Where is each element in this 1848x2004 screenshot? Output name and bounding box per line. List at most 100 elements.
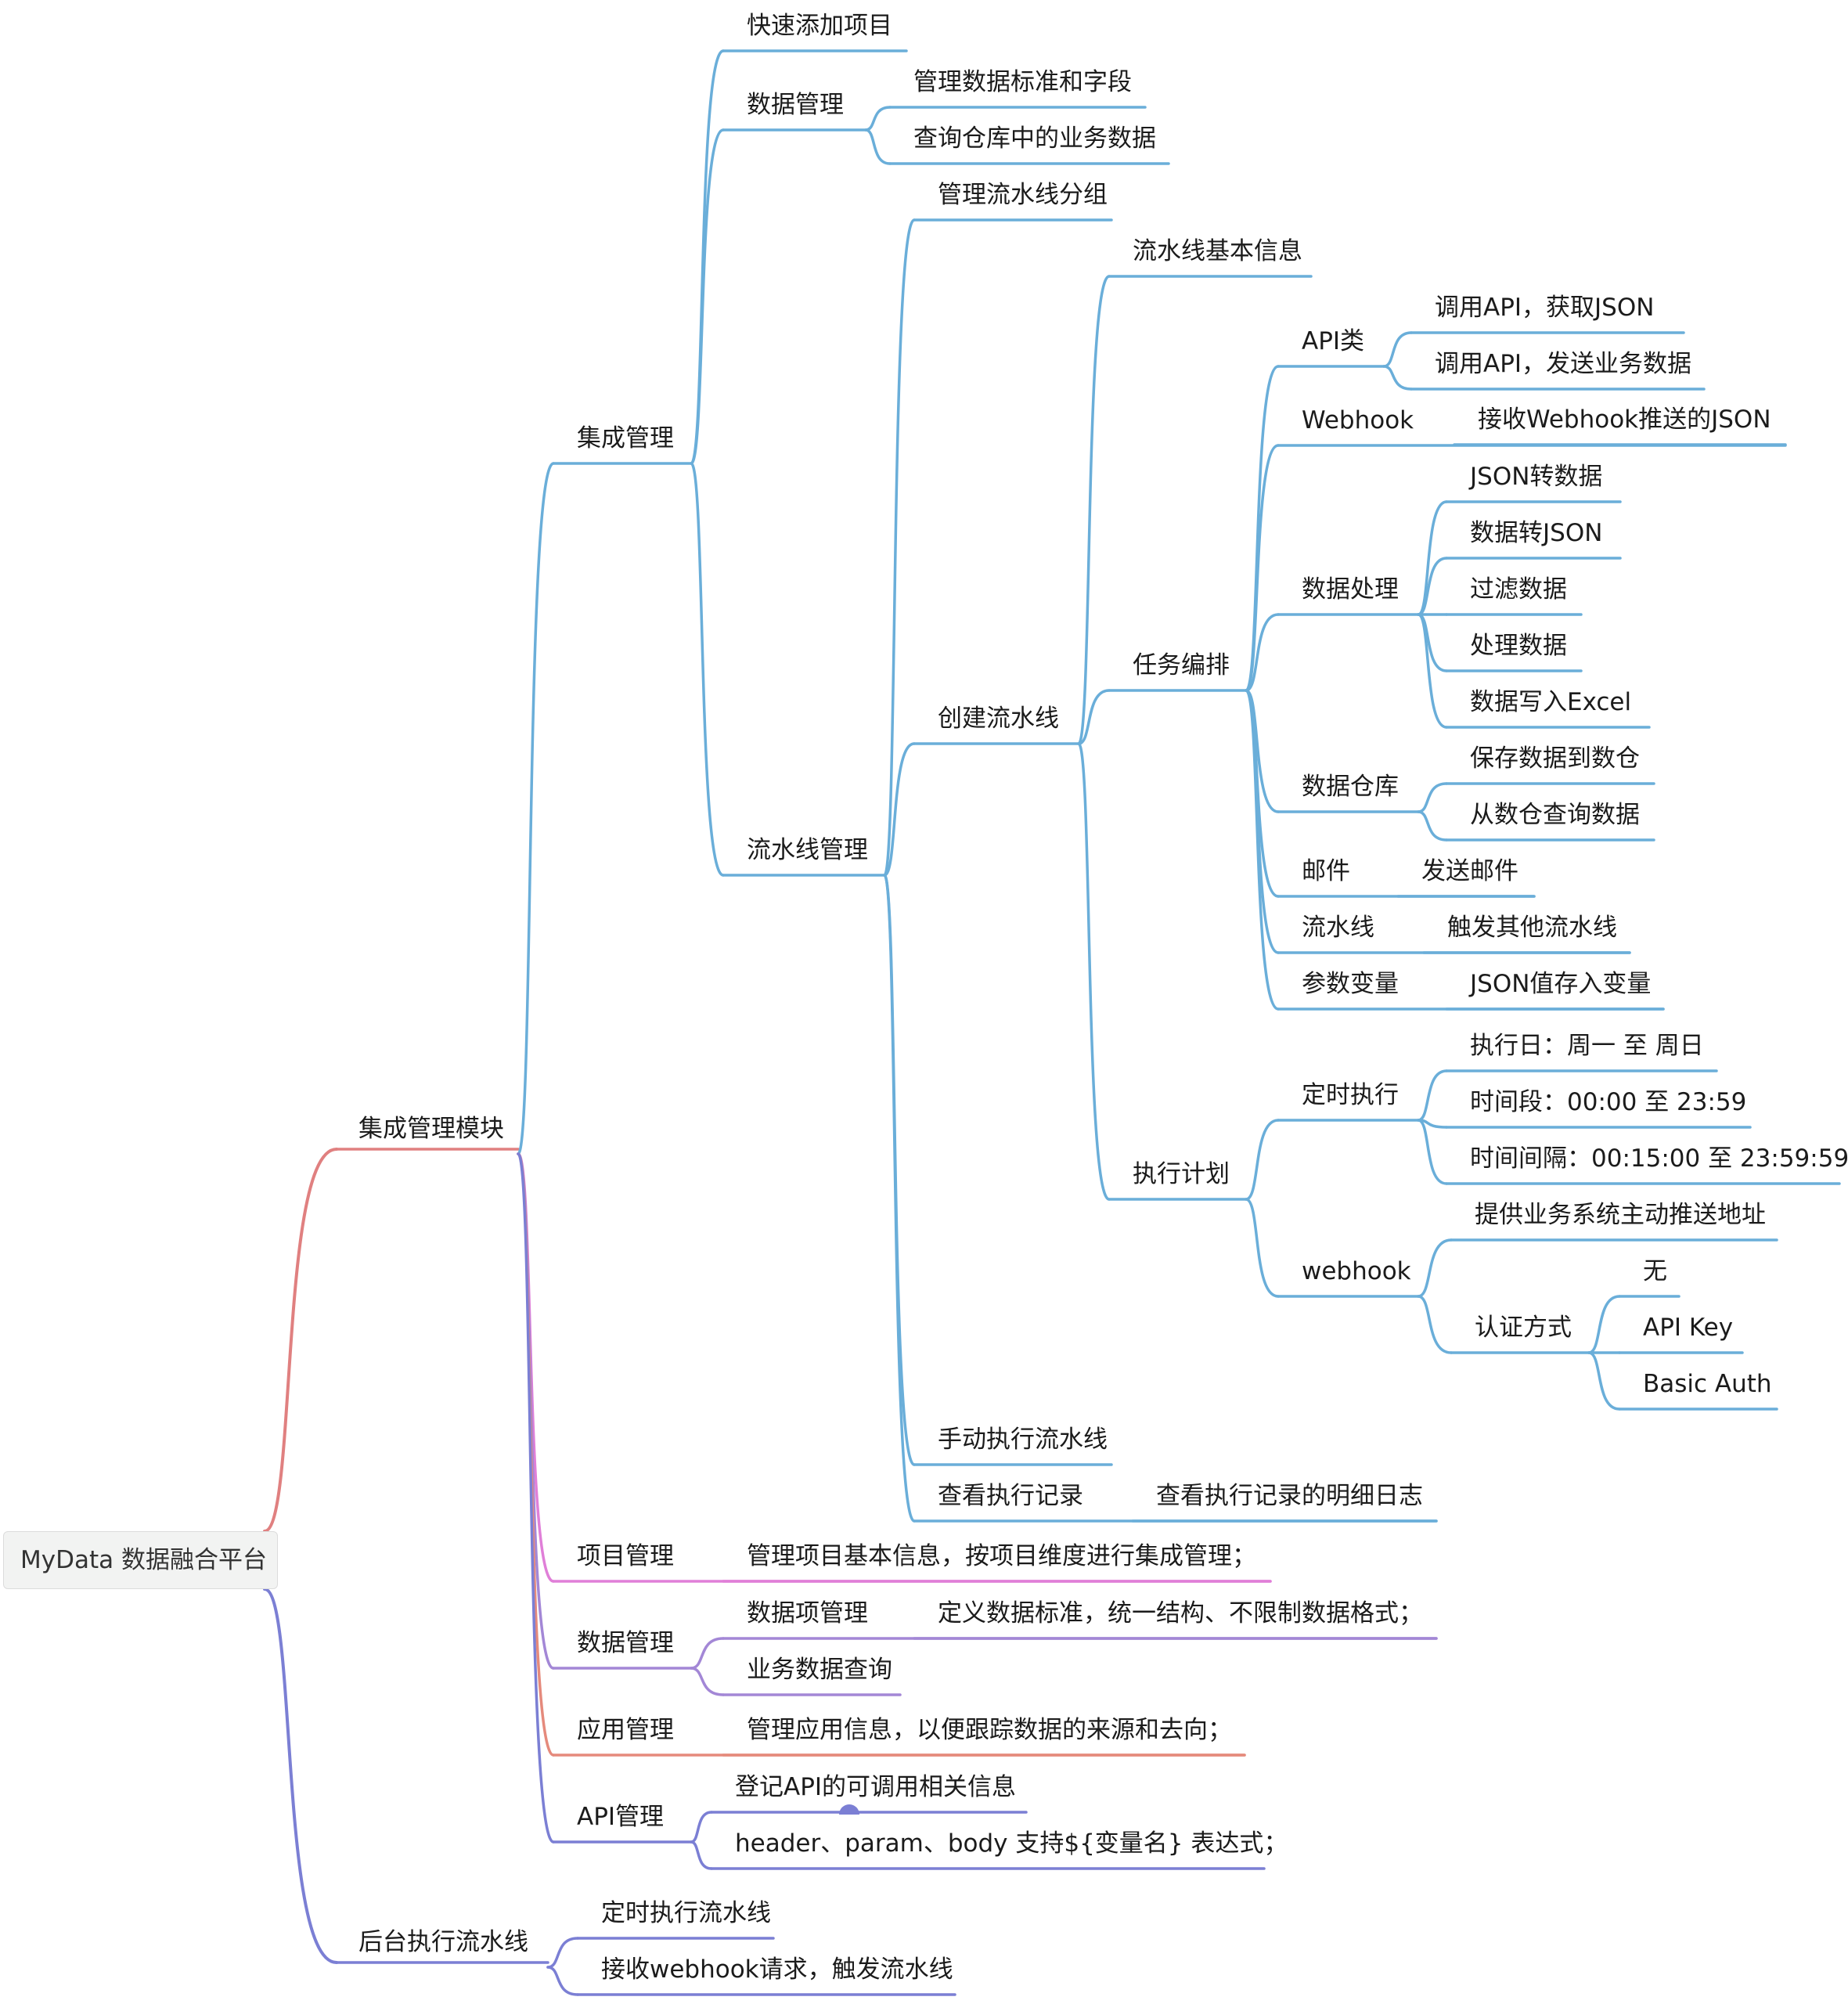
connector	[1417, 1295, 1453, 1354]
node-pipeline-task[interactable]: 流水线	[1302, 914, 1374, 942]
connector	[1417, 1069, 1448, 1122]
connector	[1417, 782, 1448, 813]
connector	[517, 462, 555, 1155]
connector	[1417, 557, 1448, 616]
node-pipeline-mgmt[interactable]: 流水线管理	[747, 836, 868, 864]
node-auth-basic[interactable]: Basic Auth	[1643, 1370, 1772, 1398]
node-data-to-json[interactable]: 数据转JSON	[1470, 519, 1603, 547]
node-query-from-wh[interactable]: 从数仓查询数据	[1470, 801, 1640, 829]
connector	[1382, 331, 1413, 368]
node-scheduled[interactable]: 定时执行	[1302, 1081, 1399, 1109]
connector	[1245, 689, 1280, 1011]
connector	[1077, 742, 1111, 1201]
collapse-dot-icon[interactable]	[839, 1804, 859, 1815]
connector	[883, 742, 916, 877]
node-quick-add[interactable]: 快速添加项目	[747, 12, 892, 40]
root-node[interactable]	[3, 1531, 278, 1589]
connector	[546, 1966, 579, 1996]
node-manage-std-fields[interactable]: 管理数据标准和字段	[913, 68, 1132, 96]
node-json-to-var[interactable]: JSON值存入变量	[1470, 970, 1652, 998]
connector	[1245, 689, 1280, 898]
connector	[690, 1840, 713, 1870]
node-write-excel[interactable]: 数据写入Excel	[1470, 688, 1632, 716]
connector	[690, 1811, 713, 1844]
connector	[1417, 810, 1448, 842]
node-mail[interactable]: 邮件	[1302, 857, 1350, 885]
node-json-to-data[interactable]: JSON转数据	[1470, 463, 1603, 491]
node-view-detail-log[interactable]: 查看执行记录的明细日志	[1156, 1482, 1423, 1510]
connector	[1417, 1119, 1448, 1185]
node-app-desc[interactable]: 管理应用信息，以便跟踪数据的来源和去向；	[747, 1716, 1232, 1744]
node-manual-run[interactable]: 手动执行流水线	[938, 1426, 1108, 1454]
node-project-desc[interactable]: 管理项目基本信息，按项目维度进行集成管理；	[747, 1542, 1256, 1570]
node-data-warehouse[interactable]: 数据仓库	[1302, 773, 1399, 801]
connector	[1587, 1351, 1621, 1411]
connector	[546, 1937, 579, 1969]
node-api-register[interactable]: 登记API的可调用相关信息	[735, 1773, 1017, 1801]
connector	[1417, 613, 1448, 729]
node-send-mail[interactable]: 发送邮件	[1421, 857, 1518, 885]
connector	[1245, 1119, 1280, 1201]
connector	[1077, 275, 1111, 745]
node-api-mgmt[interactable]: API管理	[577, 1803, 665, 1831]
node-exec-days[interactable]: 执行日：周一 至 周日	[1470, 1032, 1704, 1060]
node-trigger-other[interactable]: 触发其他流水线	[1447, 914, 1617, 942]
node-data-mgmt-1[interactable]: 数据管理	[747, 91, 844, 119]
connector	[1077, 689, 1111, 745]
node-app-mgmt[interactable]: 应用管理	[577, 1716, 674, 1744]
node-project-mgmt[interactable]: 项目管理	[577, 1542, 674, 1570]
node-webhook-recv[interactable]: 接收Webhook推送的JSON	[1478, 405, 1771, 434]
connector	[883, 874, 916, 1523]
node-biz-data-query[interactable]: 业务数据查询	[747, 1656, 892, 1684]
connector	[1245, 365, 1280, 692]
connector	[263, 1148, 338, 1533]
node-webhook-task[interactable]: Webhook	[1302, 406, 1414, 434]
node-query-warehouse[interactable]: 查询仓库中的业务数据	[913, 124, 1156, 153]
node-data-item-desc[interactable]: 定义数据标准，统一结构、不限制数据格式；	[938, 1599, 1423, 1627]
connector	[263, 1588, 338, 1964]
node-auth-method[interactable]: 认证方式	[1475, 1314, 1572, 1342]
node-filter-data[interactable]: 过滤数据	[1470, 575, 1567, 604]
node-interval[interactable]: 时间间隔：00:15:00 至 23:59:59	[1470, 1144, 1848, 1173]
node-integration-mgmt[interactable]: 集成管理	[577, 424, 674, 452]
node-api-send-data[interactable]: 调用API，发送业务数据	[1435, 350, 1692, 378]
node-process-data[interactable]: 处理数据	[1470, 632, 1567, 660]
node-task-orchestration[interactable]: 任务编排	[1133, 651, 1230, 679]
connector	[883, 218, 916, 877]
node-webhook-trigger[interactable]: 接收webhook请求，触发流水线	[601, 1955, 953, 1984]
node-auth-none[interactable]: 无	[1643, 1257, 1667, 1285]
node-push-addr[interactable]: 提供业务系统主动推送地址	[1475, 1201, 1766, 1229]
node-exec-plan[interactable]: 执行计划	[1133, 1160, 1230, 1188]
connector	[1245, 613, 1280, 692]
connector	[690, 462, 725, 877]
connector	[690, 128, 725, 465]
node-pipeline-basic[interactable]: 流水线基本信息	[1133, 237, 1302, 265]
connector	[864, 128, 892, 165]
connector	[1382, 365, 1413, 391]
connector	[1245, 444, 1280, 692]
node-api-class[interactable]: API类	[1302, 327, 1365, 355]
node-webhook-plan[interactable]: webhook	[1302, 1257, 1411, 1285]
node-data-item-mgmt[interactable]: 数据项管理	[747, 1599, 868, 1627]
node-backend-run[interactable]: 后台执行流水线	[358, 1928, 528, 1956]
connector	[690, 1637, 725, 1670]
connector	[1417, 1238, 1453, 1298]
node-time-range[interactable]: 时间段：00:00 至 23:59	[1470, 1088, 1747, 1116]
node-api-expr[interactable]: header、param、body 支持${变量名} 表达式；	[735, 1829, 1288, 1858]
node-data-mgmt-2[interactable]: 数据管理	[577, 1629, 674, 1657]
node-api-get-json[interactable]: 调用API，获取JSON	[1435, 294, 1655, 322]
node-create-pipeline[interactable]: 创建流水线	[938, 705, 1059, 733]
connector	[690, 1667, 725, 1696]
node-view-records[interactable]: 查看执行记录	[938, 1482, 1083, 1510]
node-integration-module[interactable]: 集成管理模块	[358, 1115, 504, 1143]
node-sched-pipeline[interactable]: 定时执行流水线	[601, 1899, 771, 1927]
node-auth-apikey[interactable]: API Key	[1643, 1314, 1734, 1342]
root-label: MyData 数据融合平台	[20, 1546, 267, 1574]
node-data-processing[interactable]: 数据处理	[1302, 575, 1399, 604]
connector	[517, 1152, 555, 1844]
node-manage-groups[interactable]: 管理流水线分组	[938, 181, 1108, 209]
node-save-to-wh[interactable]: 保存数据到数仓	[1470, 744, 1640, 773]
node-param-var[interactable]: 参数变量	[1302, 970, 1399, 998]
